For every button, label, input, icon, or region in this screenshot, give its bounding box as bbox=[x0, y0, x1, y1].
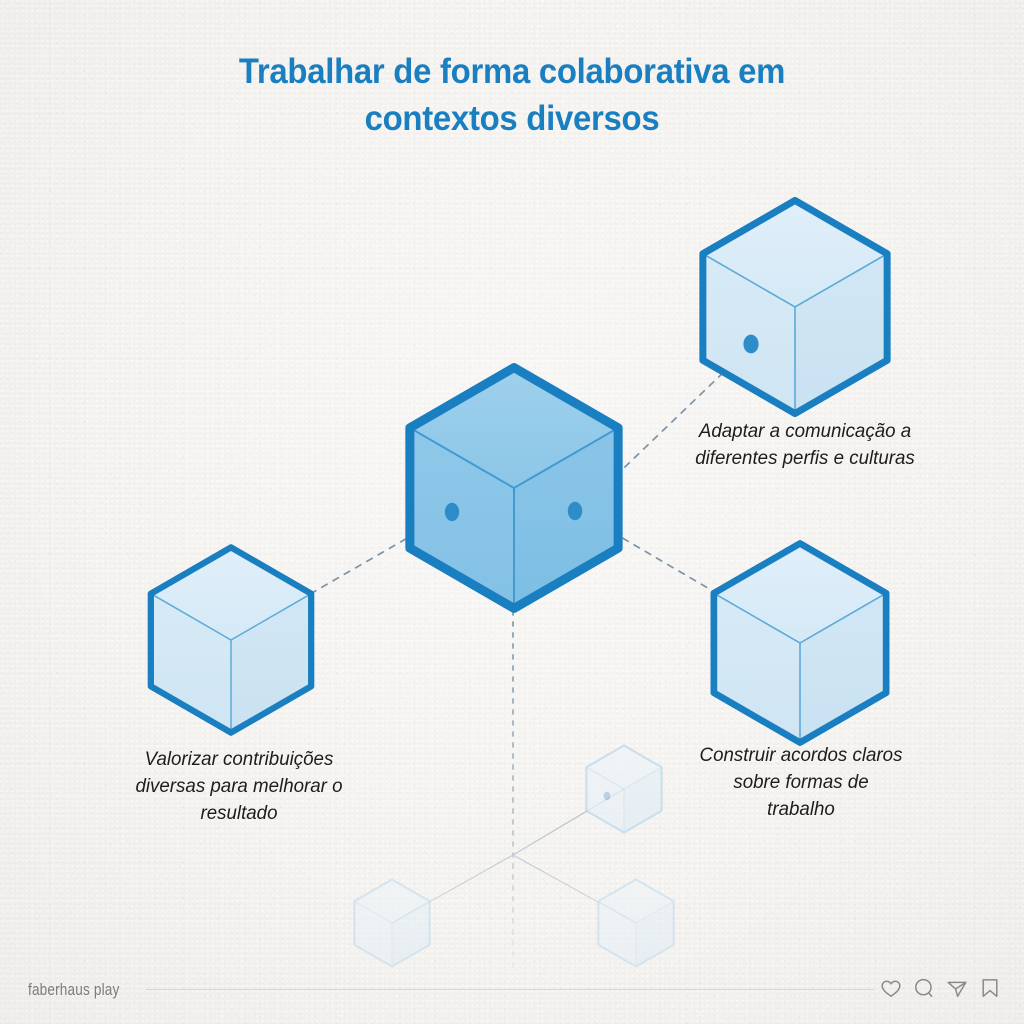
bookmark-icon[interactable] bbox=[978, 976, 1002, 1000]
connector-dot-center-left bbox=[444, 502, 460, 522]
connector-dot-center-right bbox=[567, 501, 583, 521]
central-cube[interactable] bbox=[405, 363, 623, 613]
cube-label-bottom-right-line-2: sobre formas de bbox=[733, 771, 869, 793]
cube-bottom-right[interactable] bbox=[710, 540, 890, 746]
footer-bar: faberhaus play bbox=[0, 962, 1024, 1024]
heart-icon[interactable] bbox=[879, 976, 903, 1000]
cube-left[interactable] bbox=[147, 544, 315, 736]
ghost-cube-bottom-left bbox=[353, 878, 431, 968]
cube-label-top-right: Adaptar a comunicação a diferentes perfi… bbox=[661, 418, 949, 472]
share-icon[interactable] bbox=[945, 976, 969, 1000]
cube-label-left-line-1: Valorizar contribuições bbox=[144, 748, 334, 770]
cube-label-left-line-3: resultado bbox=[200, 802, 278, 824]
footer-divider bbox=[146, 989, 874, 990]
cube-label-bottom-right: Construir acordos claros sobre formas de… bbox=[670, 742, 931, 823]
cube-label-top-right-line-2: diferentes perfis e culturas bbox=[695, 447, 915, 469]
social-action-bar bbox=[879, 976, 1002, 1000]
ghost-connector-dot-mid bbox=[603, 791, 611, 801]
ghost-cube-mid bbox=[585, 744, 663, 834]
connector-dot-top-right bbox=[743, 334, 759, 354]
brand-wordmark: faberhaus play bbox=[28, 980, 120, 999]
cube-top-right[interactable] bbox=[699, 197, 891, 417]
comment-icon[interactable] bbox=[912, 976, 936, 1000]
ghost-cube-bottom-right bbox=[597, 878, 675, 968]
cube-label-left: Valorizar contribuições diversas para me… bbox=[101, 746, 377, 827]
cube-label-top-right-line-1: Adaptar a comunicação a bbox=[698, 420, 912, 442]
title-line-2: contextos diversos bbox=[364, 99, 660, 138]
cube-label-bottom-right-line-1: Construir acordos claros bbox=[699, 744, 903, 766]
page-title: Trabalhar de forma colaborativa em conte… bbox=[0, 48, 1024, 142]
title-line-1: Trabalhar de forma colaborativa em bbox=[238, 52, 786, 91]
cube-label-bottom-right-line-3: trabalho bbox=[767, 798, 835, 820]
cube-label-left-line-2: diversas para melhorar o bbox=[135, 775, 343, 797]
